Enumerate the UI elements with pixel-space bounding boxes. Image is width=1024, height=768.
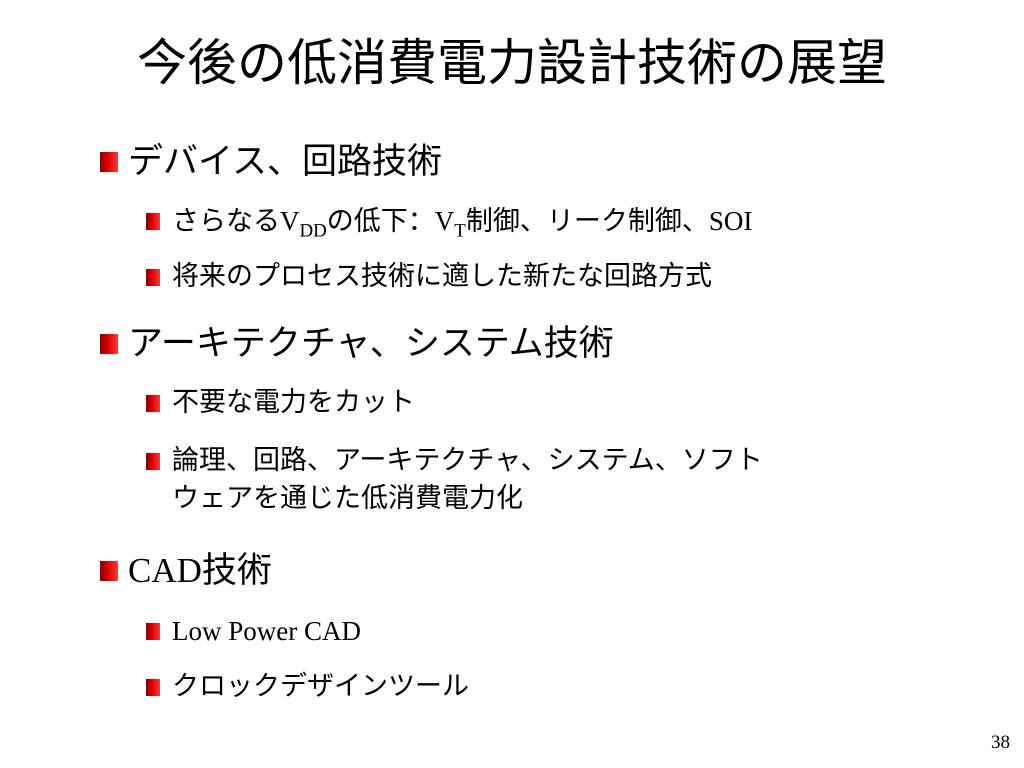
item-clock-design-tool: クロックデザインツール xyxy=(146,668,469,706)
vdd-subscript: DD xyxy=(299,220,327,242)
item-label-line2: ウェアを通じた低消費電力化 xyxy=(172,483,523,514)
soi-text: SOI xyxy=(708,206,753,236)
section-label: デバイス、回路技術 xyxy=(128,142,442,182)
item-text: の低下： xyxy=(326,206,435,237)
item-label: 不要な電力をカット xyxy=(172,387,415,418)
item-new-circuit-method: 将来のプロセス技術に適した新たな回路方式 xyxy=(146,258,712,296)
item-label: クロックデザインツール xyxy=(172,671,469,702)
square-bullet-icon xyxy=(146,679,160,696)
section-label: アーキテクチャ、システム技術 xyxy=(128,324,614,364)
item-text: さらなる xyxy=(172,206,280,237)
section-label: 技術 xyxy=(201,551,272,591)
item-label: 将来のプロセス技術に適した新たな回路方式 xyxy=(172,261,712,292)
vt-subscript: T xyxy=(454,220,466,242)
square-bullet-icon xyxy=(146,623,160,640)
item-label-line1: 論理、回路、アーキテクチャ、システム、ソフト xyxy=(172,445,763,476)
item-label: Low Power CAD xyxy=(172,616,361,646)
item-text: 制御、リーク制御、 xyxy=(465,206,709,237)
section-device-circuit: デバイス、回路技術 xyxy=(100,140,442,184)
square-bullet-icon xyxy=(100,561,118,581)
item-cut-power: 不要な電力をカット xyxy=(146,384,415,422)
item-low-power-across-layers: 論理、回路、アーキテクチャ、システム、ソフト ウェアを通じた低消費電力化 xyxy=(146,442,763,518)
square-bullet-icon xyxy=(146,453,160,470)
section-label-latin: CAD xyxy=(128,551,202,590)
square-bullet-icon xyxy=(100,334,118,354)
item-vdd-vt-control: さらなるVDDの低下：VT制御、リーク制御、SOI xyxy=(146,202,753,242)
section-architecture-system: アーキテクチャ、システム技術 xyxy=(100,322,614,366)
section-cad: CAD技術 xyxy=(100,549,272,593)
vdd-symbol: V xyxy=(280,206,300,236)
square-bullet-icon xyxy=(146,213,160,230)
square-bullet-icon xyxy=(146,395,160,412)
item-low-power-cad: Low Power CAD xyxy=(146,612,361,651)
page-number: 38 xyxy=(991,732,1010,753)
vt-symbol: V xyxy=(434,206,455,236)
slide-title: 今後の低消費電力設計技術の展望 xyxy=(137,34,887,92)
square-bullet-icon xyxy=(100,152,118,172)
square-bullet-icon xyxy=(146,269,160,286)
